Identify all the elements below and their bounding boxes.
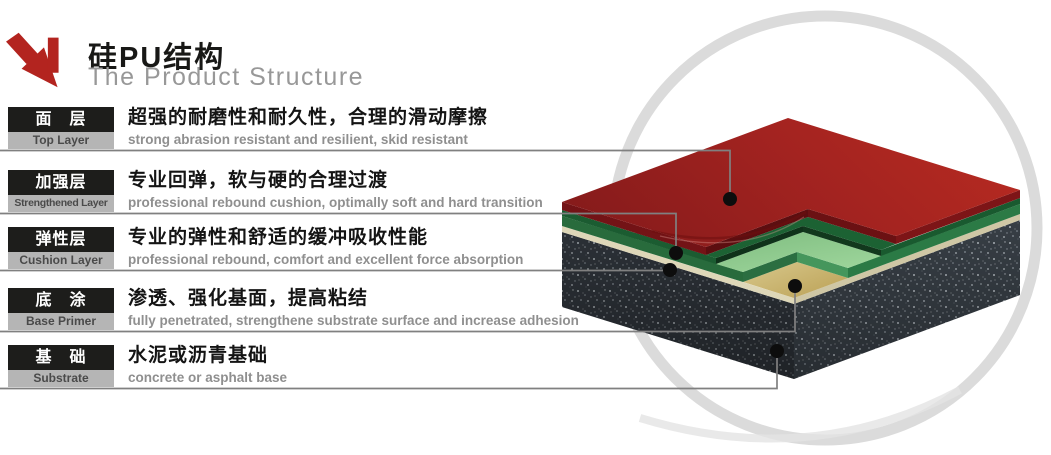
layer-name-zh: 面 层 bbox=[8, 107, 114, 132]
layer-description: 超强的耐磨性和耐久性，合理的滑动摩擦 strong abrasion resis… bbox=[128, 106, 488, 148]
layer-row-top-layer: 面 层 Top Layer 超强的耐磨性和耐久性，合理的滑动摩擦 strong … bbox=[8, 107, 1048, 155]
substrate-right-face-gradient bbox=[794, 220, 1020, 379]
layer-description: 渗透、强化基面，提高粘结 fully penetrated, strengthe… bbox=[128, 287, 579, 329]
cushion-top-surface bbox=[716, 232, 881, 272]
layer-name-en: Substrate bbox=[8, 370, 114, 387]
layer-name-zh: 加强层 bbox=[8, 170, 114, 195]
layer-desc-en: professional rebound, comfort and excell… bbox=[128, 252, 524, 267]
layer-desc-zh: 超强的耐磨性和耐久性，合理的滑动摩擦 bbox=[128, 107, 489, 128]
layer-name-zh: 基 础 bbox=[8, 345, 114, 370]
logo-arrow-head bbox=[21, 47, 58, 88]
decor-ring-arc bbox=[638, 386, 962, 443]
layer-name-en: Strengthened Layer bbox=[8, 195, 114, 212]
page-title-en: The Product Structure bbox=[88, 63, 365, 91]
layer-desc-zh: 水泥或沥青基础 bbox=[128, 345, 269, 366]
layer-name-en: Base Primer bbox=[8, 313, 114, 330]
layer-name-en: Cushion Layer bbox=[8, 252, 114, 269]
layer-desc-en: strong abrasion resistant and resilient,… bbox=[128, 132, 468, 147]
strengthened-right-face bbox=[881, 198, 1020, 256]
layer-desc-en: professional rebound cushion, optimally … bbox=[128, 195, 543, 210]
layer-desc-zh: 专业的弹性和舒适的缓冲吸收性能 bbox=[128, 227, 429, 248]
layer-row-strengthened-layer: 加强层 Strengthened Layer 专业回弹，软与硬的合理过渡 pro… bbox=[8, 170, 1048, 218]
layer-desc-zh: 渗透、强化基面，提高粘结 bbox=[128, 288, 369, 309]
layer-description: 水泥或沥青基础 concrete or asphalt base bbox=[128, 344, 287, 386]
cushion-step-face-right bbox=[797, 252, 848, 278]
layer-description: 专业回弹，软与硬的合理过渡 professional rebound cushi… bbox=[128, 169, 543, 211]
layer-name-zh: 弹性层 bbox=[8, 227, 114, 252]
layer-label: 基 础 Substrate bbox=[8, 345, 114, 387]
top-layer-right-face bbox=[896, 190, 1020, 244]
logo-bar bbox=[47, 37, 59, 73]
layer-name-zh: 底 涂 bbox=[8, 288, 114, 313]
layer-row-base-primer: 底 涂 Base Primer 渗透、强化基面，提高粘结 fully penet… bbox=[8, 288, 1048, 336]
brand-arrow-logo-icon bbox=[6, 32, 59, 88]
top-layer-cut-face-right bbox=[808, 209, 896, 244]
layer-row-substrate: 基 础 Substrate 水泥或沥青基础 concrete or asphal… bbox=[8, 345, 1048, 393]
strengthened-step-face-left bbox=[716, 226, 803, 264]
primer-right-edge bbox=[794, 214, 1020, 304]
logo-arrow-shaft bbox=[6, 32, 40, 64]
layer-desc-en: concrete or asphalt base bbox=[128, 370, 288, 385]
layer-description: 专业的弹性和舒适的缓冲吸收性能 professional rebound, co… bbox=[128, 226, 523, 268]
layer-label: 弹性层 Cushion Layer bbox=[8, 227, 114, 269]
layer-desc-en: fully penetrated, strengthene substrate … bbox=[128, 313, 579, 328]
layer-label: 加强层 Strengthened Layer bbox=[8, 170, 114, 212]
layer-row-cushion-layer: 弹性层 Cushion Layer 专业的弹性和舒适的缓冲吸收性能 profes… bbox=[8, 227, 1048, 275]
layer-label: 面 层 Top Layer bbox=[8, 107, 114, 149]
cushion-right-face bbox=[848, 204, 1020, 278]
layer-label: 底 涂 Base Primer bbox=[8, 288, 114, 330]
top-layer-peel-curve-highlight bbox=[659, 216, 805, 244]
layer-desc-zh: 专业回弹，软与硬的合理过渡 bbox=[128, 170, 389, 191]
layer-name-en: Top Layer bbox=[8, 132, 114, 149]
page-title-zh: 硅PU结构 bbox=[88, 42, 226, 74]
strengthened-top-band bbox=[706, 217, 896, 258]
cushion-step-face-left bbox=[743, 252, 797, 282]
strengthened-step-face-right bbox=[803, 226, 881, 256]
